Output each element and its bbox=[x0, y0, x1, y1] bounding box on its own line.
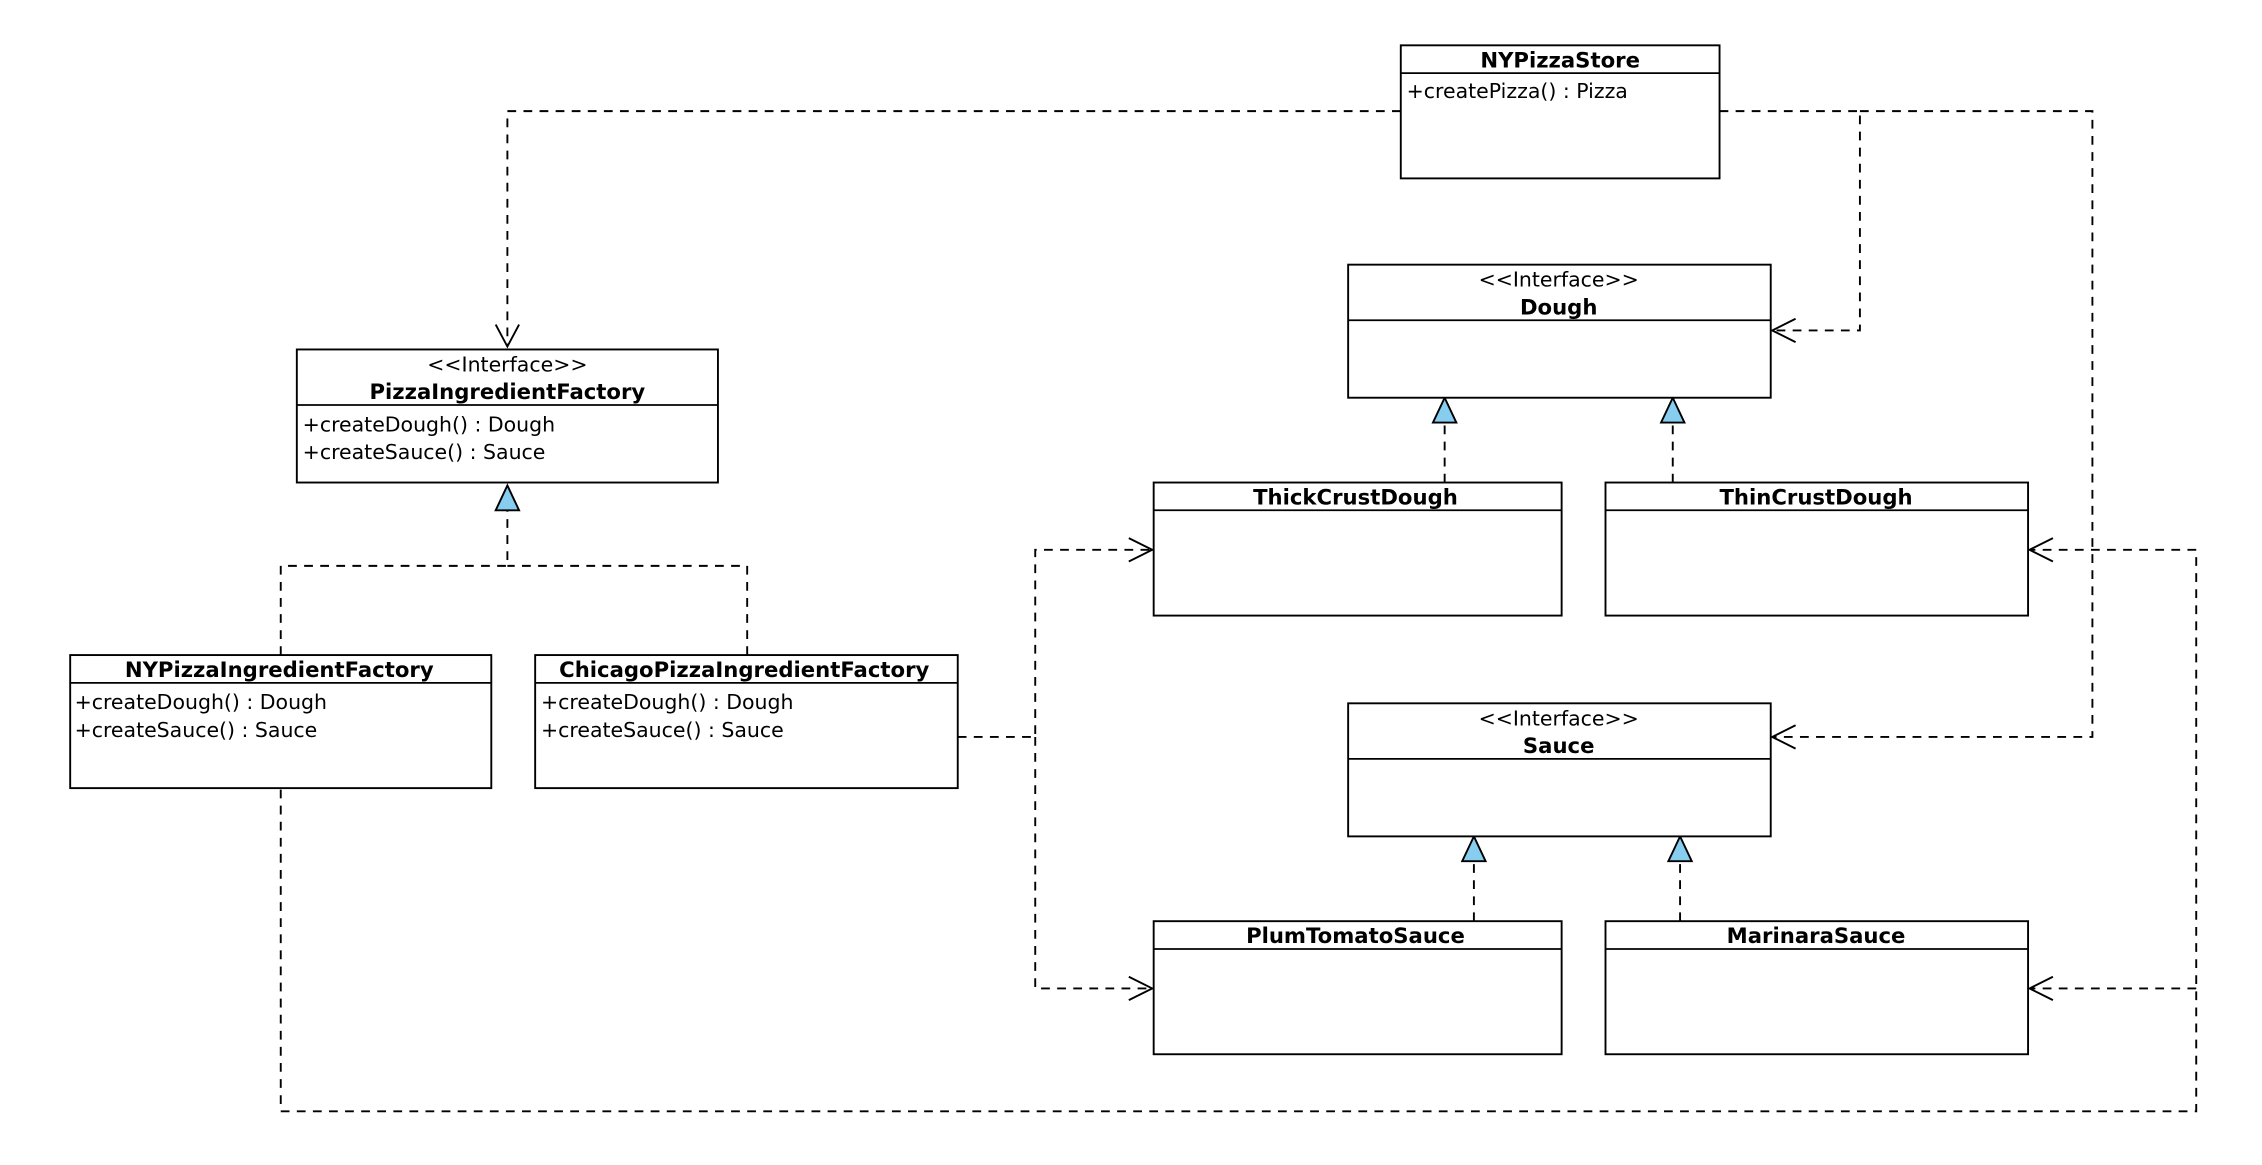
dependency-chicago-to-plum-tomato bbox=[1034, 736, 1153, 990]
interface-dough[interactable]: <<Interface>> Dough bbox=[1347, 263, 1772, 399]
class-name: NYPizzaStore bbox=[1480, 47, 1640, 72]
class-ny-pizza-store[interactable]: NYPizzaStore +createPizza() : Pizza bbox=[1399, 44, 1721, 180]
class-name: ThinCrustDough bbox=[1719, 484, 1912, 509]
realization-arrow-head bbox=[1659, 395, 1686, 424]
open-arrow-head bbox=[1128, 975, 1155, 1001]
class-name: Dough bbox=[1520, 294, 1597, 319]
open-arrow-head bbox=[2027, 537, 2054, 563]
class-member: +createDough() : Dough bbox=[303, 412, 555, 436]
open-arrow-head bbox=[1770, 317, 1797, 344]
realization-arrow-head bbox=[1666, 834, 1694, 863]
class-member: +createSauce() : Sauce bbox=[541, 718, 784, 742]
class-thin-crust-dough[interactable]: ThinCrustDough bbox=[1604, 481, 2030, 617]
class-name: Sauce bbox=[1523, 733, 1595, 758]
stereotype-label: <<Interface>> bbox=[1479, 706, 1639, 730]
realization-ny-factory bbox=[279, 510, 509, 656]
class-plum-tomato-sauce[interactable]: PlumTomatoSauce bbox=[1152, 920, 1563, 1056]
class-thick-crust-dough[interactable]: ThickCrustDough bbox=[1152, 481, 1563, 617]
class-member: +createSauce() : Sauce bbox=[75, 718, 318, 742]
class-name: ThickCrustDough bbox=[1253, 484, 1458, 509]
class-name: ChicagoPizzaIngredientFactory bbox=[559, 657, 929, 682]
class-name: NYPizzaIngredientFactory bbox=[125, 657, 434, 682]
class-ny-pizza-ingredient-factory[interactable]: NYPizzaIngredientFactory +createDough() … bbox=[69, 654, 493, 790]
class-member: +createDough() : Dough bbox=[541, 690, 793, 714]
open-arrow-head bbox=[494, 324, 520, 349]
realization-arrow-head bbox=[1460, 834, 1488, 863]
class-member: +createSauce() : Sauce bbox=[303, 440, 546, 464]
open-arrow-head bbox=[2027, 975, 2054, 1001]
stereotype-label: <<Interface>> bbox=[1479, 268, 1639, 292]
dependency-store-to-sauce bbox=[1772, 110, 2094, 738]
class-member: +createPizza() : Pizza bbox=[1407, 79, 1628, 103]
dependency-store-to-ingredient-factory bbox=[506, 110, 1401, 347]
dependency-chicago-to-thick-crust bbox=[957, 548, 1153, 738]
open-arrow-head bbox=[1770, 724, 1797, 750]
class-member: +createDough() : Dough bbox=[75, 690, 327, 714]
class-name: PizzaIngredientFactory bbox=[370, 379, 646, 404]
dependency-ny-factory-to-thin-crust bbox=[279, 548, 2198, 1113]
connectors bbox=[279, 110, 2198, 1113]
class-chicago-pizza-ingredient-factory[interactable]: ChicagoPizzaIngredientFactory +createDou… bbox=[534, 654, 959, 790]
interface-pizza-ingredient-factory[interactable]: <<Interface>> PizzaIngredientFactory +cr… bbox=[295, 348, 719, 484]
interface-sauce[interactable]: <<Interface>> Sauce bbox=[1347, 702, 1772, 838]
class-marinara-sauce[interactable]: MarinaraSauce bbox=[1604, 920, 2030, 1056]
realization-chicago-factory bbox=[507, 564, 749, 656]
open-arrow-head bbox=[1128, 537, 1155, 563]
stereotype-label: <<Interface>> bbox=[427, 352, 587, 376]
realization-arrow-head bbox=[494, 483, 521, 512]
dependency-store-to-dough bbox=[1719, 110, 1861, 332]
realization-arrow-head bbox=[1431, 395, 1458, 424]
class-name: MarinaraSauce bbox=[1727, 923, 1906, 948]
class-name: PlumTomatoSauce bbox=[1246, 923, 1465, 948]
